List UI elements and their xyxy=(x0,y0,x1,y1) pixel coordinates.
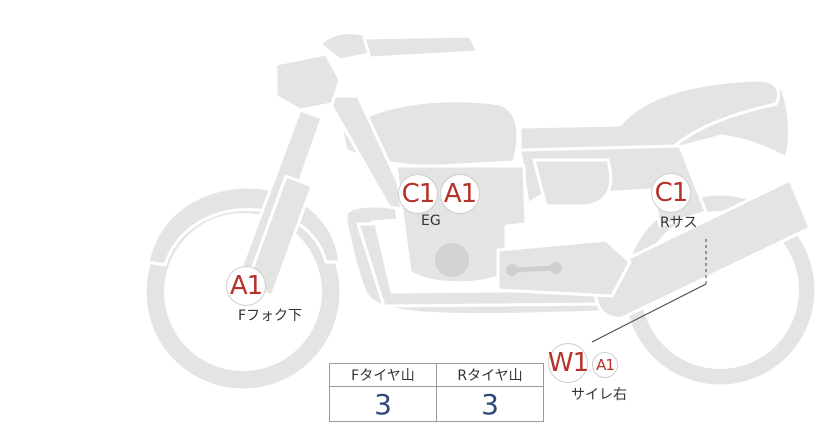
front-fork-label: Fフォク下 xyxy=(238,308,303,324)
footpeg-knob-2 xyxy=(550,262,562,274)
tire-tread-header-row: Fタイヤ山 Rタイヤ山 xyxy=(329,363,544,387)
front-fork-code: A1 xyxy=(229,271,263,301)
engine-condition-badge: C1 xyxy=(398,174,438,214)
swingarm xyxy=(496,238,632,298)
footpeg xyxy=(509,265,559,273)
engine-scratch-code: A1 xyxy=(443,179,477,209)
engine-label: EG xyxy=(421,213,441,229)
muffler-wear-code: W1 xyxy=(547,348,589,378)
muffler-scratch-badge: A1 xyxy=(592,352,618,378)
engine-scratch-badge: A1 xyxy=(440,174,480,214)
tire-tread-value-row: 3 3 xyxy=(329,386,544,422)
muffler-wear-badge: W1 xyxy=(547,343,589,383)
rear-suspension-badge: C1 xyxy=(651,173,691,213)
callout-line xyxy=(591,283,707,343)
engine-cover xyxy=(435,243,469,277)
muffler-scratch-code: A1 xyxy=(596,356,615,374)
front-tire-header: Fタイヤ山 xyxy=(329,363,437,387)
front-tire-value: 3 xyxy=(329,386,437,422)
side-cover xyxy=(532,158,613,208)
front-fork-badge: A1 xyxy=(226,266,266,306)
seat xyxy=(518,78,781,162)
engine-condition-code: C1 xyxy=(401,179,436,209)
rear-tire-value: 3 xyxy=(436,386,544,422)
footpeg-knob xyxy=(506,264,518,276)
rear-tire-header: Rタイヤ山 xyxy=(436,363,544,387)
headlight xyxy=(274,52,342,112)
rear-suspension-label: Rサス xyxy=(660,215,698,231)
muffler-label: サイレ右 xyxy=(571,387,627,403)
rear-suspension-code: C1 xyxy=(654,178,689,208)
tire-tread-table: Fタイヤ山 Rタイヤ山 3 3 xyxy=(329,363,544,422)
handlebar-grip xyxy=(362,34,480,60)
